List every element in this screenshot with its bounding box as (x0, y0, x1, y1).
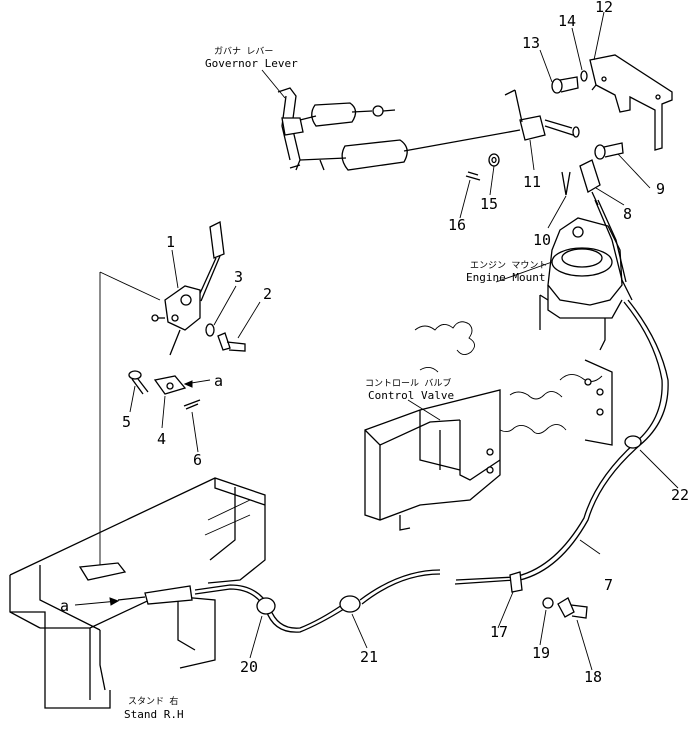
part-number-5: 5 (122, 413, 131, 431)
governor-lever-label: Governor Lever (205, 57, 298, 70)
part-number-1: 1 (166, 233, 175, 251)
part-number-22: 22 (671, 486, 689, 504)
control-valve (364, 321, 613, 531)
part-number-10: 10 (533, 231, 551, 249)
callout-labels: ガバナ レバー Governor Lever エンジン マウント Engine … (60, 46, 547, 721)
part-number-6: 6 (193, 451, 202, 469)
engine-mount-label-jp: エンジン マウント (470, 260, 547, 271)
stand-rh (9, 477, 266, 709)
control-valve-label: Control Valve (368, 389, 454, 402)
reference-a-upper: a (214, 372, 223, 390)
engine-mount-label: Engine Mount (466, 271, 545, 284)
part-number-17: 17 (490, 623, 508, 641)
part-numbers: 1 2 3 4 5 6 7 8 9 10 11 12 13 14 15 16 1… (122, 0, 689, 686)
part-number-4: 4 (157, 430, 166, 448)
stand-label-jp: スタンド 右 (128, 695, 178, 707)
part-number-11: 11 (523, 173, 541, 191)
part-number-12: 12 (595, 0, 613, 16)
engine-mount (539, 199, 633, 351)
governor-lever-label-jp: ガバナ レバー (214, 46, 273, 57)
part-number-19: 19 (532, 644, 550, 662)
hand-lever-assembly (128, 221, 246, 410)
part-number-15: 15 (480, 195, 498, 213)
leader-lines (129, 11, 679, 671)
part-number-13: 13 (522, 34, 540, 52)
part-number-9: 9 (656, 180, 665, 198)
part-number-3: 3 (234, 268, 243, 286)
control-cable (74, 299, 669, 633)
part-number-21: 21 (360, 648, 378, 666)
leader-line-stand-b (99, 271, 161, 301)
governor-lever-linkage (277, 87, 580, 196)
part-number-2: 2 (263, 285, 272, 303)
control-valve-label-jp: コントロール バルブ (365, 377, 451, 389)
part-number-16: 16 (448, 216, 466, 234)
reference-a-lower: a (60, 597, 69, 615)
part-number-20: 20 (240, 658, 258, 676)
part-number-14: 14 (558, 12, 576, 30)
stand-label: Stand R.H (124, 708, 184, 721)
part-number-8: 8 (623, 205, 632, 223)
part-number-7: 7 (604, 576, 613, 594)
part-number-18: 18 (584, 668, 602, 686)
bracket-assembly (551, 54, 673, 206)
